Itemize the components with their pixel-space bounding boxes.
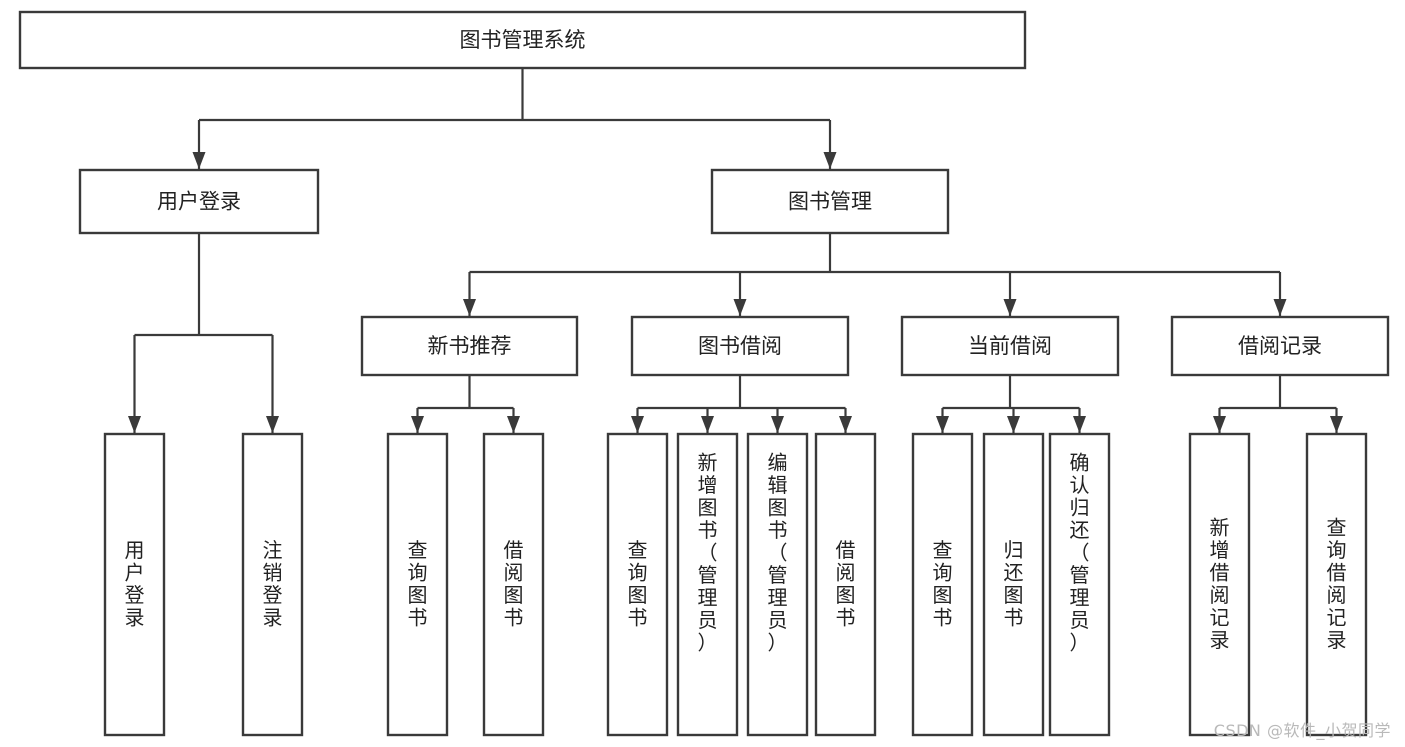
node-leaf-edit-book[interactable]: 编辑图书（管理员） — [746, 432, 809, 737]
node-borrow-record[interactable]: 借阅记录 — [1170, 315, 1390, 377]
edges-layer — [128, 68, 1343, 433]
node-label-leaf-query-book-1: 查询图书 — [408, 538, 428, 630]
node-box-leaf-user-login — [103, 432, 166, 737]
node-leaf-query-book-3[interactable]: 查询图书 — [911, 432, 974, 737]
node-box-leaf-add-book — [676, 432, 739, 737]
node-label-book-borrow: 图书借阅 — [698, 334, 782, 358]
edge-edge-borrow-bus — [631, 375, 852, 433]
arrow-head — [1073, 416, 1086, 433]
node-leaf-user-logout[interactable]: 注销登录 — [241, 432, 304, 737]
node-leaf-query-record[interactable]: 查询借阅记录 — [1305, 432, 1368, 737]
arrow-head — [463, 299, 476, 316]
node-box-current-borrow — [900, 315, 1120, 377]
node-label-leaf-user-logout: 注销登录 — [263, 538, 283, 630]
node-box-new-book-recommend — [360, 315, 579, 377]
node-label-user-login: 用户登录 — [157, 190, 241, 214]
node-label-leaf-edit-book: 编辑图书（管理员） — [768, 451, 788, 655]
node-label-new-book-recommend: 新书推荐 — [428, 334, 512, 358]
edge-edge-recommend-bus — [411, 375, 520, 433]
node-label-leaf-query-book-3: 查询图书 — [933, 538, 953, 630]
node-box-root — [18, 10, 1027, 70]
arrow-head — [631, 416, 644, 433]
node-box-leaf-edit-book — [746, 432, 809, 737]
node-box-leaf-confirm-return — [1048, 432, 1111, 737]
arrow-head — [839, 416, 852, 433]
edge-edge-current-bus — [936, 375, 1086, 433]
node-book-management[interactable]: 图书管理 — [710, 168, 950, 235]
arrow-head — [1273, 299, 1287, 316]
node-leaf-add-record[interactable]: 新增借阅记录 — [1188, 432, 1251, 737]
node-box-leaf-borrow-book-1 — [482, 432, 545, 737]
node-box-leaf-user-logout — [241, 432, 304, 737]
arrow-head — [733, 299, 747, 316]
arrow-head — [507, 416, 520, 433]
node-label-leaf-add-book: 新增图书（管理员） — [698, 451, 718, 655]
node-box-book-management — [710, 168, 950, 235]
node-box-leaf-query-book-2 — [606, 432, 669, 737]
arrow-head — [936, 416, 949, 433]
node-box-leaf-query-book-3 — [911, 432, 974, 737]
arrow-head — [771, 416, 784, 433]
node-box-borrow-record — [1170, 315, 1390, 377]
node-label-leaf-add-record: 新增借阅记录 — [1210, 516, 1230, 653]
arrow-head — [823, 152, 837, 169]
node-new-book-recommend[interactable]: 新书推荐 — [360, 315, 579, 377]
node-box-leaf-borrow-book-2 — [814, 432, 877, 737]
arrow-head — [701, 416, 714, 433]
node-leaf-borrow-book-2[interactable]: 借阅图书 — [814, 432, 877, 737]
node-user-login[interactable]: 用户登录 — [78, 168, 320, 235]
node-box-leaf-return-book — [982, 432, 1045, 737]
node-label-leaf-borrow-book-2: 借阅图书 — [836, 538, 856, 630]
node-label-leaf-query-record: 查询借阅记录 — [1327, 516, 1347, 653]
node-label-leaf-return-book: 归还图书 — [1004, 538, 1024, 630]
node-book-borrow[interactable]: 图书借阅 — [630, 315, 850, 377]
arrow-head — [266, 416, 279, 433]
edge-edge-root-bus — [192, 68, 837, 169]
node-leaf-query-book-2[interactable]: 查询图书 — [606, 432, 669, 737]
node-box-book-borrow — [630, 315, 850, 377]
arrow-head — [1003, 299, 1017, 316]
node-label-leaf-user-login: 用户登录 — [125, 538, 145, 630]
node-label-leaf-borrow-book-1: 借阅图书 — [504, 538, 524, 630]
arrow-head — [1007, 416, 1020, 433]
node-label-leaf-query-book-2: 查询图书 — [628, 538, 648, 630]
edge-edge-bookmgmt-bus — [463, 233, 1287, 316]
node-label-leaf-confirm-return: 确认归还（管理员） — [1070, 451, 1090, 655]
node-label-borrow-record: 借阅记录 — [1238, 334, 1322, 358]
arrow-head — [1330, 416, 1343, 433]
node-leaf-return-book[interactable]: 归还图书 — [982, 432, 1045, 737]
node-leaf-borrow-book-1[interactable]: 借阅图书 — [482, 432, 545, 737]
edge-edge-login-bus — [128, 233, 279, 433]
nodes-layer: 图书管理系统用户登录图书管理新书推荐图书借阅当前借阅借阅记录用户登录注销登录查询… — [18, 10, 1390, 737]
node-box-leaf-query-record — [1305, 432, 1368, 737]
node-leaf-user-login[interactable]: 用户登录 — [103, 432, 166, 737]
node-leaf-query-book-1[interactable]: 查询图书 — [386, 432, 449, 737]
node-leaf-confirm-return[interactable]: 确认归还（管理员） — [1048, 432, 1111, 737]
arrow-head — [128, 416, 141, 433]
node-box-user-login — [78, 168, 320, 235]
arrow-head — [411, 416, 424, 433]
node-root[interactable]: 图书管理系统 — [18, 10, 1027, 70]
node-current-borrow[interactable]: 当前借阅 — [900, 315, 1120, 377]
node-label-current-borrow: 当前借阅 — [968, 334, 1052, 358]
edge-edge-record-bus — [1213, 375, 1343, 433]
node-label-root: 图书管理系统 — [460, 28, 586, 52]
arrow-head — [192, 152, 206, 169]
node-label-book-management: 图书管理 — [788, 190, 872, 214]
node-leaf-add-book[interactable]: 新增图书（管理员） — [676, 432, 739, 737]
node-box-leaf-add-record — [1188, 432, 1251, 737]
node-box-leaf-query-book-1 — [386, 432, 449, 737]
arrow-head — [1213, 416, 1226, 433]
